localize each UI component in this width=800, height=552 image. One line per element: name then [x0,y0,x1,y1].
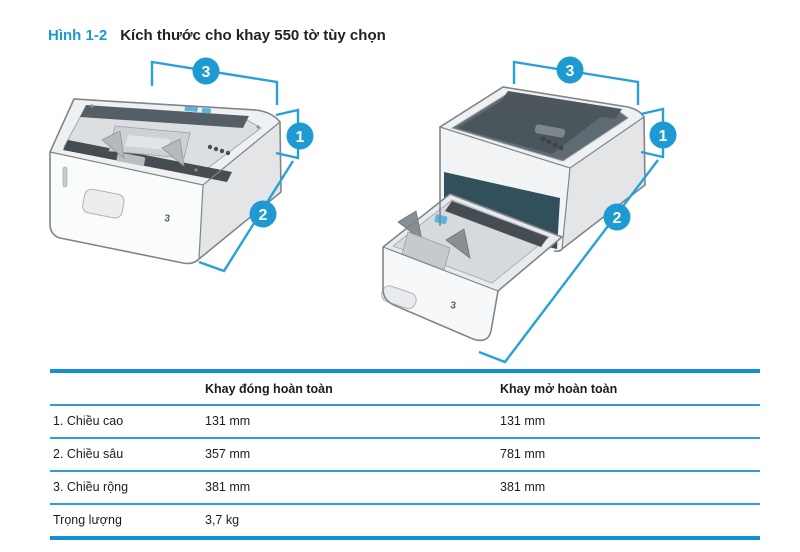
closed-value: 131 mm [205,405,500,439]
paper-guide-inner-plate [125,135,170,150]
callout-width-number: 3 [202,64,211,81]
closed-value: 3,7 kg [205,513,240,527]
open-tray-callouts: 3 1 2 [556,56,677,231]
tray-outline [49,98,282,265]
figure-caption-text: Kích thước cho khay 550 tờ tùy chọn [120,27,386,44]
open-value: 131 mm [500,405,760,439]
closed-value: 357 mm [205,438,500,472]
drawer-outline [382,193,564,342]
callout-depth-badge: 2 [603,203,631,231]
header-open-tray: Khay mở hoàn toàn [500,371,760,406]
row-label: Trọng lượng [53,513,122,527]
paper-guide-wedge-left [101,130,125,159]
callout-depth-number: 2 [613,210,622,227]
tray-cavity-shadow [458,98,606,154]
paper-guide-wedge-right [161,138,185,167]
tray-back-wall [80,105,249,128]
ratchet-detail [540,136,564,151]
drawer-front-panel [383,247,498,341]
tray-number-label: 3 [450,300,457,312]
header-closed-tray: Khay đóng hoàn toàn [205,371,500,406]
closed-value: 381 mm [205,471,500,505]
callout-height-badge: 1 [286,122,314,150]
drawer-rim-edge [382,246,499,292]
figure-caption-label: Hình 1-2 [48,27,108,44]
tray-right-face [199,122,281,259]
open-value: 381 mm [500,471,760,505]
callout-depth-badge: 2 [249,200,277,228]
row-label: 1. Chiều cao [50,405,205,439]
paper-stop-bar [63,140,232,182]
screw-dots [90,104,260,172]
table-row: 1. Chiều cao 131 mm 131 mm [50,405,760,439]
paper-guide-blue-tab-2 [201,108,211,114]
callout-depth-number: 2 [259,207,268,224]
callout-height-number: 1 [296,129,305,146]
table-row: 2. Chiều sâu 357 mm 781 mm [50,438,760,472]
tray-edge-lines [439,116,645,250]
ratchet-detail [207,144,231,156]
callout-height-number: 1 [659,128,668,145]
row-label: 2. Chiều sâu [50,438,205,472]
open-value [500,504,760,538]
table-header-row: Khay đóng hoàn toàn Khay mở hoàn toàn [50,371,760,406]
closed-tray-figure: 3 [49,98,282,265]
closed-tray-callouts: 3 1 2 [192,57,314,228]
dimensions-table: Khay đóng hoàn toàn Khay mở hoàn toàn 1.… [50,369,760,540]
tray-illustrations: 3 3 1 2 [49,56,677,364]
dimension-bracket-depth [478,159,659,364]
callout-width-badge: 3 [556,56,584,84]
header-metric [50,371,205,406]
row-label: 3. Chiều rộng [50,471,205,505]
tray-back-wall [501,91,622,119]
dimension-bracket-depth [198,160,295,273]
handle-recess [82,188,125,219]
callout-width-number: 3 [566,63,575,80]
tray-front-face [50,152,203,264]
drawer-interior [392,199,550,284]
figure-caption: Hình 1-2 Kích thước cho khay 550 tờ tùy c… [48,27,386,44]
drawer-back-bar [445,201,548,247]
paper-guide-wedge-right [445,228,471,259]
open-value: 781 mm [500,438,760,472]
table-row: Trọng lượng 3,7 kg [50,504,760,538]
tray-outline [439,86,646,253]
tray-edge-lines [49,121,281,260]
front-slot [62,166,68,188]
callout-height-badge: 1 [649,121,677,149]
cavity-mechanism [534,124,566,138]
open-tray-figure: 3 [381,86,646,342]
paper-guide-blue-tab [434,214,448,225]
tray-number-label: 3 [164,213,171,225]
tray-right-face [562,117,645,249]
callout-width-badge: 3 [192,57,220,85]
table-row: 3. Chiều rộng 381 mm 381 mm [50,471,760,505]
